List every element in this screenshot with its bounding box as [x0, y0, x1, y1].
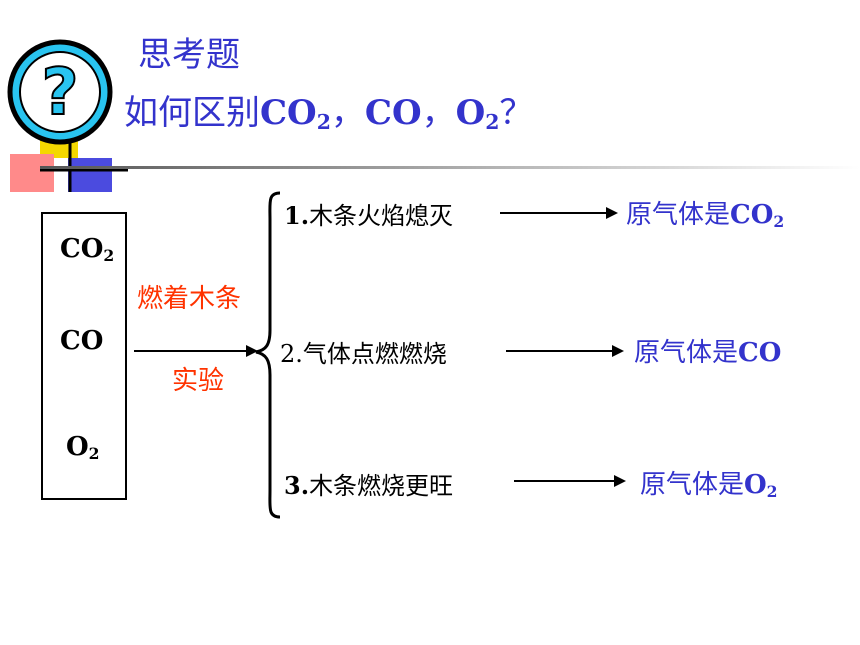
question-o2: O2 — [455, 93, 500, 135]
right-arrow-icon — [514, 475, 626, 487]
method-label-line2: 实验 — [172, 366, 225, 396]
slide-question: 如何区别CO2，CO，O2？ — [124, 93, 534, 135]
question-mark-logo-icon: ? — [7, 39, 128, 192]
svg-text:?: ? — [41, 56, 78, 130]
question-end: ？ — [499, 93, 534, 133]
gas-item-o2: O2 — [66, 432, 100, 463]
title-rule — [40, 166, 860, 169]
result-3: 原气体是O2 — [640, 470, 778, 501]
question-prefix: 如何区别 — [124, 93, 260, 133]
step-3: 3.木条燃烧更旺 — [284, 471, 454, 500]
gas-item-co2: CO2 — [60, 234, 115, 265]
gas-item-co: CO — [60, 326, 104, 356]
right-arrow-icon — [500, 207, 618, 219]
question-co2: CO2 — [260, 93, 331, 135]
right-arrow-icon — [506, 345, 624, 357]
slide-heading: 思考题 — [138, 35, 240, 75]
question-sep-1: ， — [330, 93, 365, 133]
question-sep-2: ， — [421, 93, 456, 133]
question-co: CO — [364, 93, 422, 133]
method-label-line1: 燃着木条 — [137, 284, 242, 314]
result-2: 原气体是CO — [634, 338, 782, 368]
right-arrow-icon — [134, 345, 258, 357]
step-2: 2.气体点燃燃烧 — [280, 340, 447, 368]
gas-list-box — [41, 212, 127, 500]
result-1: 原气体是CO2 — [626, 200, 785, 231]
step-1: 1.木条火焰熄灭 — [284, 201, 454, 230]
curly-brace-icon — [255, 191, 281, 519]
